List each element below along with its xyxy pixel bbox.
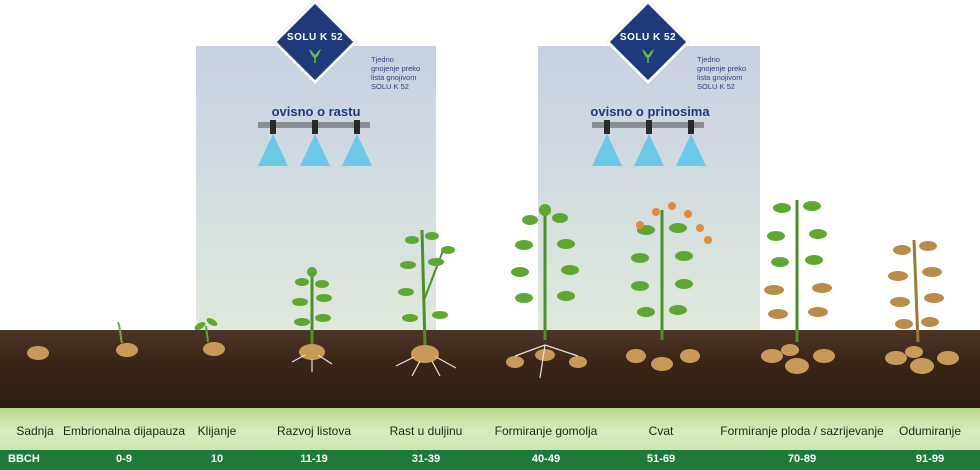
stage-label: Odumiranje [898,424,962,438]
stage-label: Cvat [648,424,674,438]
fertilization-panel-yield [538,46,760,332]
stage-label: Razvoj listova [276,424,352,438]
bbch-code: 51-69 [646,453,676,465]
senescing-plant [885,239,959,374]
bbch-code: 70-89 [787,453,817,465]
sprayer-boom [258,120,372,166]
stage-label: Klijanje [197,424,237,438]
seed-tuber [27,346,49,360]
bbch-bar [0,450,980,470]
leaf-icon [642,49,654,63]
stage-label: Embrionalna dijapauza [62,424,186,438]
solu-k52-badge: SOLU K 52 [272,0,358,85]
bbch-code: 11-19 [300,453,328,465]
stage-label: Sadnja [16,424,54,438]
mode-label-yield: ovisno o prinosima [590,104,710,119]
stage-label: Formiranje ploda / sazrijevanje [720,424,884,438]
plant-illustrations [27,200,959,379]
maturing-plant [761,200,835,374]
stage-label: Rast u duljinu [389,424,463,438]
fertilization-note: Tjedno gnojenje preko lista gnojivom SOL… [371,55,421,91]
stem-elongation-plant [395,229,457,377]
growth-stage-bar [0,408,980,450]
leaf-icon [309,49,321,63]
bbch-title: BBCH [8,453,40,465]
germinating-plant [194,318,225,356]
mode-label-growth: ovisno o rastu [271,104,361,119]
bbch-code: 40-49 [531,453,561,465]
bbch-code: 91-99 [915,453,945,465]
tuber-formation-plant [506,204,587,379]
soil-band [0,330,980,408]
sprouting-tuber [116,321,138,357]
sprayer-boom [592,120,706,166]
solu-k52-badge: SOLU K 52 [605,0,691,85]
bbch-code: 10 [210,453,224,465]
badge-title: SOLU K 52 [619,32,677,43]
bbch-code: 31-39 [411,453,441,465]
fertilization-note: Tjedno gnojenje preko lista gnojivom SOL… [697,55,747,91]
bbch-code: 0-9 [116,453,132,465]
badge-title: SOLU K 52 [286,32,344,43]
stage-label: Formiranje gomolja [494,424,598,438]
flowering-plant [626,202,712,371]
leaf-development-plant [291,267,333,372]
